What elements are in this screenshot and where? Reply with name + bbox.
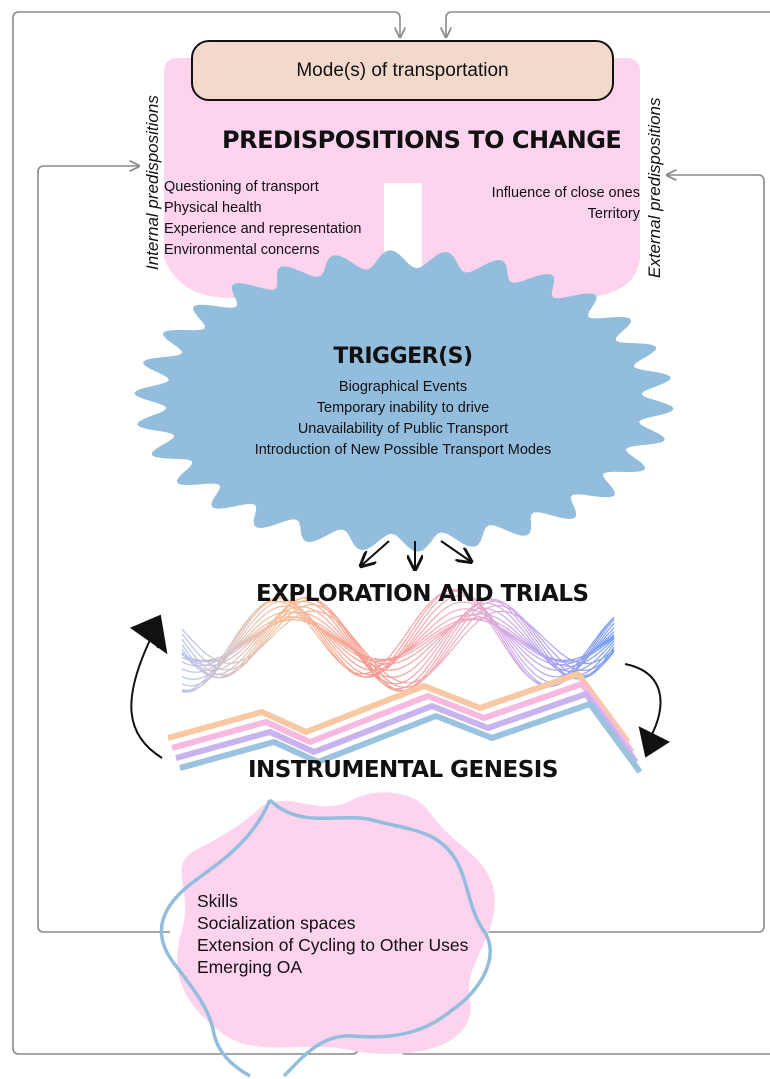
internal-predispositions-label: Internal predispositions <box>143 95 162 270</box>
wave-strand <box>181 596 615 692</box>
external-predispositions-list: Influence of close ones Territory <box>492 183 640 225</box>
genesis-stripes <box>167 671 643 774</box>
left-loop-arrow <box>130 639 163 759</box>
exploration-wave-ribbon <box>181 588 615 693</box>
external-item: Territory <box>587 206 640 222</box>
wave-strand <box>181 599 615 691</box>
wave-strand <box>181 597 615 690</box>
predispositions-shape <box>164 58 640 300</box>
outcome-item: Skills <box>197 891 238 911</box>
right-loop-arrowhead <box>638 726 671 758</box>
outcomes-list: Skills Socialization spaces Extension of… <box>197 890 468 978</box>
loop-arrows <box>129 614 671 759</box>
trigger-item: Biographical Events <box>338 379 468 395</box>
trigger-title: TRIGGER(S) <box>333 344 473 369</box>
trigger-item: Introduction of New Possible Transport M… <box>254 442 552 458</box>
outcome-item: Emerging OA <box>197 957 303 977</box>
left-inner-loop-connector <box>37 166 170 933</box>
external-item: Influence of close ones <box>491 185 640 201</box>
wave-strand <box>181 594 615 687</box>
trigger-arrows <box>362 540 470 568</box>
outcomes-blue-outline <box>159 798 492 1078</box>
left-outer-loop-connector <box>12 11 400 1055</box>
internal-item: Questioning of transport <box>164 179 319 195</box>
mode-of-transportation-box: Mode(s) of transportation <box>191 40 614 101</box>
predispositions-title: PREDISPOSITIONS TO CHANGE <box>222 126 622 154</box>
outcomes-blob-shape <box>177 792 495 1055</box>
exploration-title: EXPLORATION AND TRIALS <box>256 581 589 607</box>
right-inner-loop-connector <box>440 175 765 933</box>
trigger-item: Temporary inability to drive <box>316 400 490 416</box>
external-predispositions-label: External predispositions <box>645 97 664 278</box>
left-loop-arrowhead <box>129 614 168 655</box>
wave-strand <box>181 611 615 671</box>
trigger-list: Biographical Events Temporary inability … <box>150 377 656 461</box>
internal-item: Physical health <box>164 200 262 216</box>
genesis-title: INSTRUMENTAL GENESIS <box>248 757 558 783</box>
mode-of-transportation-label: Mode(s) of transportation <box>296 59 509 81</box>
internal-predispositions-list: Questioning of transport Physical health… <box>164 177 362 261</box>
internal-item: Environmental concerns <box>164 242 320 258</box>
right-loop-arrow <box>624 663 662 739</box>
trigger-cloud-shape <box>134 250 674 552</box>
outcome-item: Extension of Cycling to Other Uses <box>197 935 469 955</box>
trigger-item: Unavailability of Public Transport <box>297 421 509 437</box>
outcome-item: Socialization spaces <box>197 913 356 933</box>
internal-item: Experience and representation <box>164 221 362 237</box>
